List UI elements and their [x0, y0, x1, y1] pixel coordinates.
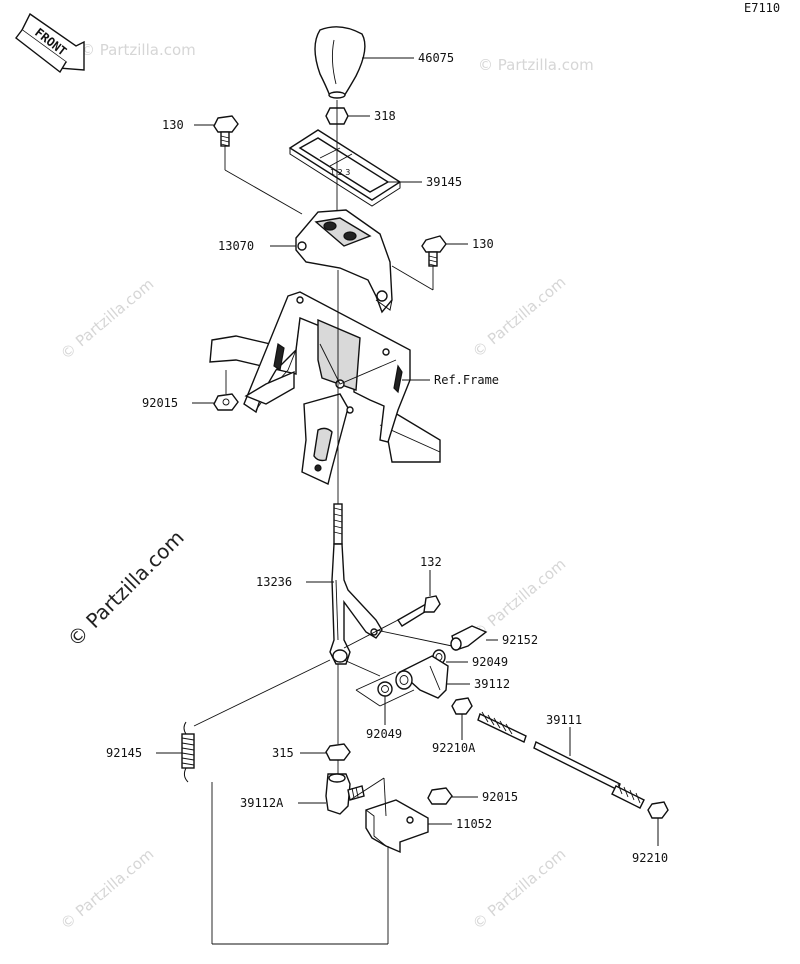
leader-lines [156, 57, 659, 945]
callout-132: 132 [420, 555, 442, 569]
callout-92015-left: 92015 [142, 396, 178, 410]
callout-92049-lower: 92049 [366, 727, 402, 741]
callout-92049-upper: 92049 [472, 655, 508, 669]
lever-housing [295, 209, 393, 314]
bolt-130-left [213, 115, 239, 147]
callout-46075: 46075 [418, 51, 454, 65]
washer-92049-lower [377, 681, 393, 697]
callout-ref-frame: Ref.Frame [434, 373, 499, 387]
callout-39112: 39112 [474, 677, 510, 691]
nut-318 [325, 107, 349, 125]
bolt-130-right [421, 235, 447, 267]
watermark-1: © Partzilla.com [80, 41, 196, 59]
callout-11052: 11052 [456, 817, 492, 831]
callout-318: 318 [374, 109, 396, 123]
callout-315: 315 [272, 746, 294, 760]
watermark-7: © Partzilla.com [469, 845, 569, 933]
bolt-132 [397, 595, 441, 627]
callout-39111: 39111 [546, 713, 582, 727]
callout-39112A: 39112A [240, 796, 284, 810]
callout-92015-right: 92015 [482, 790, 518, 804]
shift-lever-rod [329, 503, 383, 665]
diagram-code: E7110 [744, 1, 780, 15]
front-arrow-icon: FRONT [15, 12, 85, 74]
nut-92015-left [213, 393, 239, 411]
watermark-5: © Partzilla.com [469, 555, 569, 643]
mounting-bracket [243, 291, 411, 485]
spring-92145 [181, 721, 195, 783]
rod-39111 [477, 711, 645, 809]
callout-92152: 92152 [502, 633, 538, 647]
callout-39145: 39145 [426, 175, 462, 189]
pin-92152 [450, 625, 488, 651]
callout-92210: 92210 [632, 851, 668, 865]
callout-130-left: 130 [162, 118, 184, 132]
shift-guide-plate: 1 2 3 [288, 129, 402, 207]
callout-13070: 13070 [218, 239, 254, 253]
watermark-4: © Partzilla.com [469, 273, 569, 361]
svg-text:1 2 3: 1 2 3 [330, 168, 350, 177]
callout-92210A: 92210A [432, 741, 476, 755]
shift-knob [314, 26, 366, 99]
joint-39112A [325, 773, 365, 815]
callout-130-right: 130 [472, 237, 494, 251]
watermark-6: © Partzilla.com [57, 845, 157, 933]
callout-13236: 13236 [256, 575, 292, 589]
watermark-main: © Partzilla.com [63, 525, 189, 651]
joint-39112 [395, 655, 449, 699]
nut-315 [325, 743, 351, 761]
watermark-2: © Partzilla.com [478, 56, 594, 74]
nut-92210 [647, 801, 669, 819]
callout-labels: 46075 318 130 39145 13070 130 Ref.Frame … [106, 51, 668, 865]
watermark-3: © Partzilla.com [57, 275, 157, 363]
callout-92145: 92145 [106, 746, 142, 760]
bracket-11052 [365, 799, 429, 854]
nut-92210A [451, 697, 473, 715]
nut-92015-right [427, 787, 453, 805]
